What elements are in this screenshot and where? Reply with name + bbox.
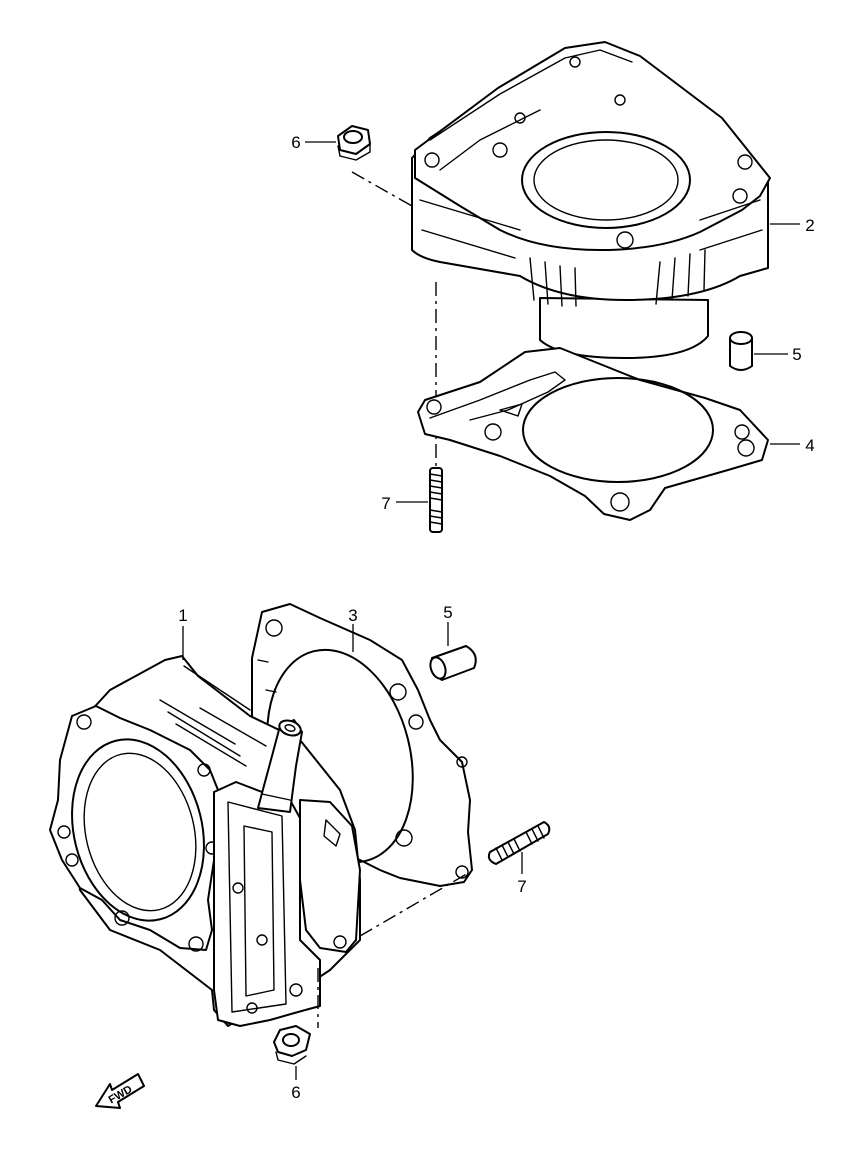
callout-1: 1 (178, 606, 187, 625)
callout-4: 4 (805, 436, 814, 455)
stud-bolt-part-7-top (429, 467, 443, 533)
cylinder-part-2 (411, 41, 771, 359)
stud-bolt-part-7-bottom (487, 821, 551, 865)
center-line (359, 871, 471, 937)
fwd-arrow-icon: FWD (95, 1073, 145, 1109)
callout-6-bottom: 6 (291, 1083, 300, 1102)
callout-3: 3 (348, 606, 357, 625)
callout-7-top: 7 (381, 494, 390, 513)
flange-nut-part-6-top (337, 125, 371, 161)
dowel-pin-part-5-top (729, 331, 753, 371)
flange-nut-part-6-bottom (273, 1025, 311, 1065)
cylinder-part-1 (49, 655, 361, 1027)
cylinder-gasket-part-4 (417, 347, 769, 521)
callout-5-top: 5 (792, 345, 801, 364)
top-assembly: 6 2 5 4 7 (291, 41, 815, 533)
bottom-assembly: 1 3 5 7 6 (49, 603, 551, 1102)
callout-2: 2 (805, 216, 814, 235)
callout-7-bottom: 7 (517, 877, 526, 896)
callout-6-top: 6 (291, 133, 300, 152)
center-line (351, 171, 413, 207)
callout-5-bottom: 5 (443, 603, 452, 622)
dowel-pin-part-5-bottom (429, 645, 477, 681)
